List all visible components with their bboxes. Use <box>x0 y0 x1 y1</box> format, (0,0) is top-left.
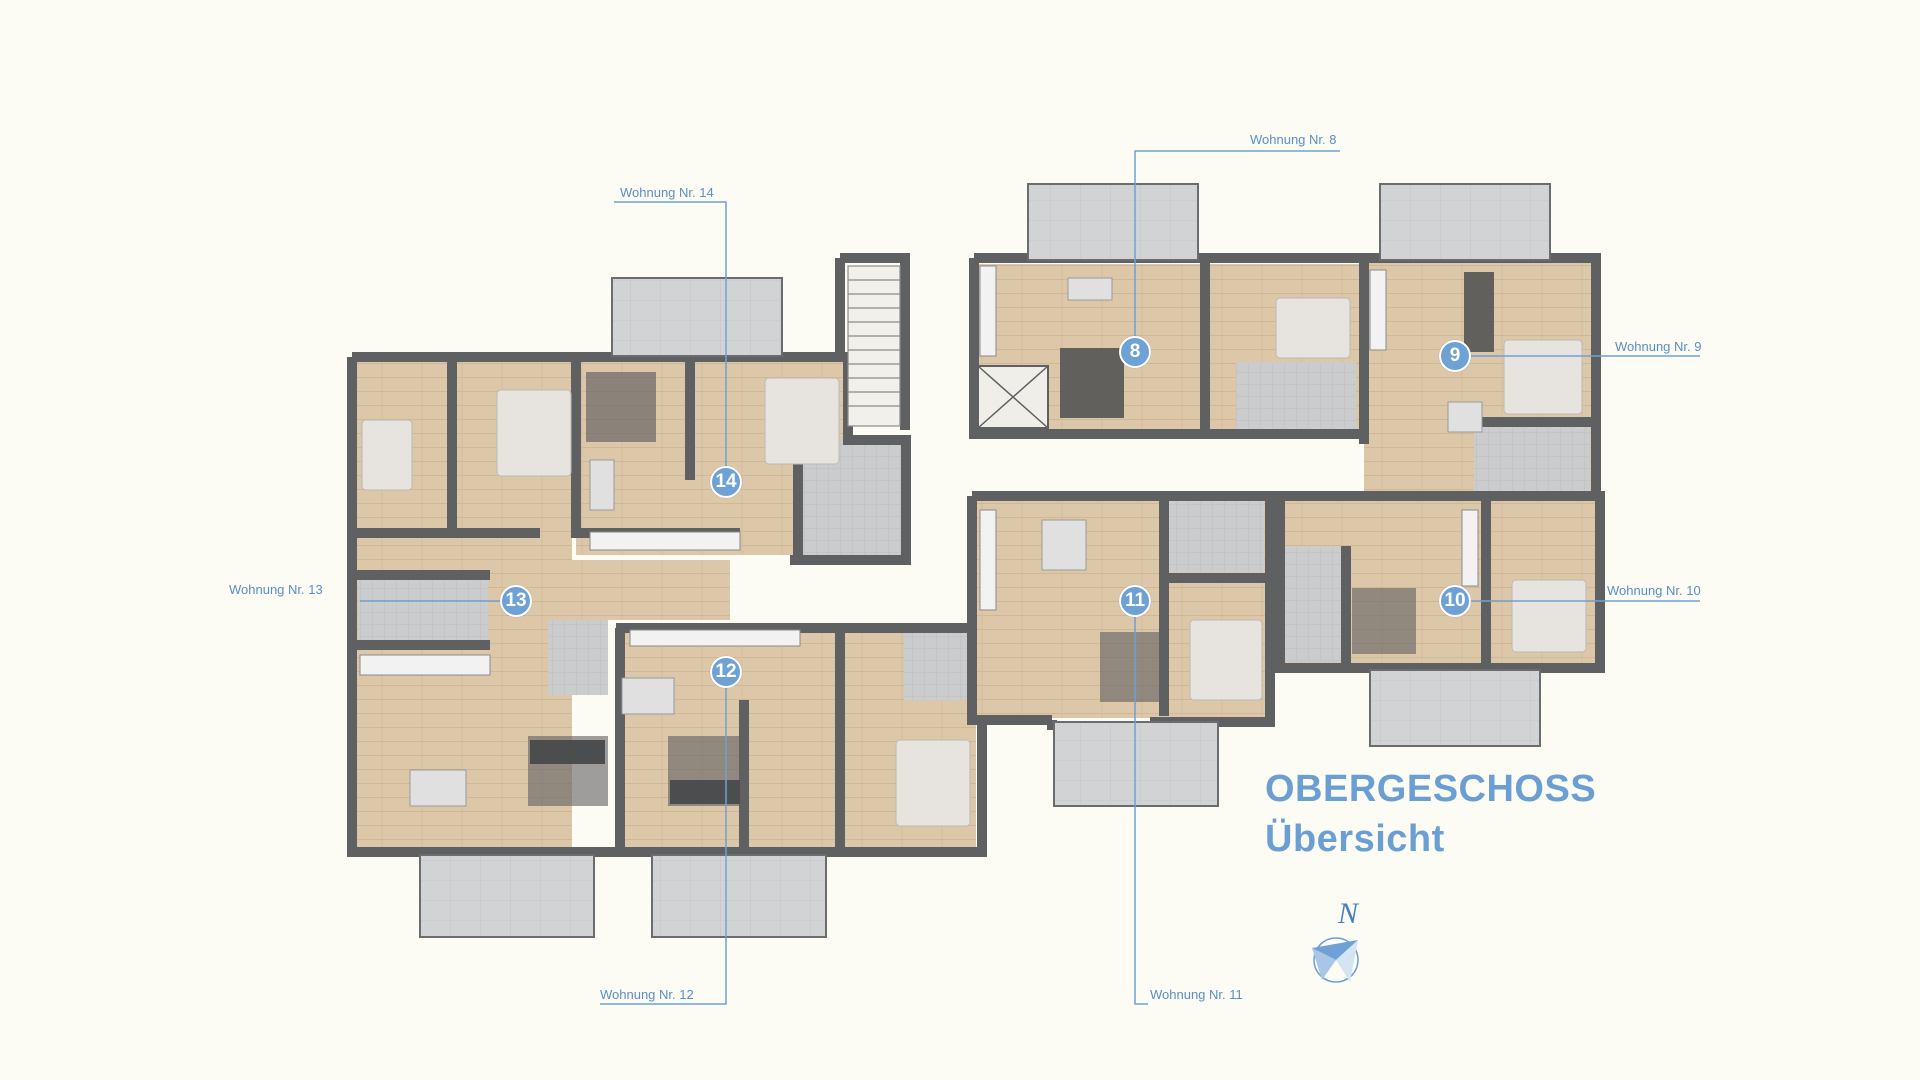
sofa-unit12 <box>670 780 740 804</box>
stair-walls <box>835 253 910 430</box>
balcony-unit14 <box>611 277 783 357</box>
unit8-bath <box>1236 362 1356 432</box>
floor-subtitle: Übersicht <box>1265 818 1445 860</box>
unit-badge-11[interactable]: 11 <box>1119 585 1151 617</box>
leader-lines <box>360 150 1700 1005</box>
balcony-unit12 <box>651 854 827 938</box>
unit-badge-14[interactable]: 14 <box>710 466 742 498</box>
leader-unit14 <box>614 201 727 482</box>
table-unit9 <box>1447 401 1483 433</box>
table-unit12 <box>621 677 675 715</box>
kitchen-unit12 <box>629 629 801 647</box>
balcony-unit11 <box>1053 721 1219 807</box>
stairwell <box>847 265 901 427</box>
balcony-unit8 <box>1027 183 1199 261</box>
unit-label-13[interactable]: Wohnung Nr. 13 <box>229 582 323 597</box>
unit10-bath <box>1280 546 1346 662</box>
unit11-rug <box>1100 632 1160 702</box>
bed-unit13 <box>496 389 572 477</box>
sofa-unit13 <box>530 740 605 764</box>
unit14-walls <box>571 352 911 565</box>
table-unit13 <box>409 769 467 807</box>
sofa-unit8 <box>1060 348 1124 418</box>
bed-unit9 <box>1503 339 1583 415</box>
bed-unit10 <box>1511 579 1587 653</box>
leader-unit12 <box>600 672 727 1005</box>
balcony-unit13 <box>419 854 595 938</box>
unit-badge-12[interactable]: 12 <box>710 656 742 688</box>
leader-unit11 <box>1134 601 1148 1005</box>
unit-badge-8[interactable]: 8 <box>1119 336 1151 368</box>
unit13-walls <box>347 352 620 857</box>
table-unit14 <box>589 459 615 511</box>
unit-badge-9[interactable]: 9 <box>1439 340 1471 372</box>
north-label: N <box>1338 897 1359 930</box>
unit-label-11[interactable]: Wohnung Nr. 11 <box>1150 987 1243 1002</box>
unit-badge-13[interactable]: 13 <box>500 585 532 617</box>
unit-label-10[interactable]: Wohnung Nr. 10 <box>1607 583 1701 598</box>
unit-label-9[interactable]: Wohnung Nr. 9 <box>1615 339 1702 354</box>
bed-unit14 <box>764 377 840 465</box>
table-unit8 <box>1067 277 1113 301</box>
kitchen-unit9 <box>1369 269 1387 351</box>
compass-icon <box>1312 937 1359 983</box>
kitchen-unit13 <box>359 654 491 676</box>
bed-unit13-small <box>361 419 413 491</box>
bed-unit8 <box>1275 297 1351 359</box>
unit-badge-10[interactable]: 10 <box>1439 585 1471 617</box>
floor-title: OBERGESCHOSS <box>1265 768 1597 810</box>
balcony-unit10 <box>1369 669 1541 747</box>
kitchen-unit11 <box>979 509 997 611</box>
unit9-bath <box>1474 422 1590 492</box>
unit13-bath <box>358 578 488 644</box>
unit13-hall-bath <box>548 620 608 695</box>
kitchen-unit10 <box>1461 509 1479 587</box>
bed-unit11 <box>1189 619 1263 701</box>
leader-unit8 <box>1134 150 1340 350</box>
bed-unit12 <box>895 739 971 827</box>
unit10-rug <box>1352 588 1416 654</box>
sofa-unit9 <box>1464 272 1494 352</box>
right-wing <box>967 183 1605 807</box>
kitchen-unit8 <box>979 265 997 357</box>
unit10-walls <box>1275 491 1605 673</box>
unit11-walls <box>967 491 1280 730</box>
unit14-living-rug <box>586 372 656 442</box>
unit-label-12[interactable]: Wohnung Nr. 12 <box>600 987 694 1002</box>
balcony-unit9 <box>1379 183 1551 261</box>
unit-label-14[interactable]: Wohnung Nr. 14 <box>620 185 714 200</box>
left-corridor <box>490 560 730 620</box>
unit11-bath <box>1164 500 1264 572</box>
table-unit11 <box>1041 519 1087 571</box>
unit-label-8[interactable]: Wohnung Nr. 8 <box>1250 132 1337 147</box>
kitchen-unit14 <box>589 531 741 551</box>
left-wing <box>347 253 1045 938</box>
